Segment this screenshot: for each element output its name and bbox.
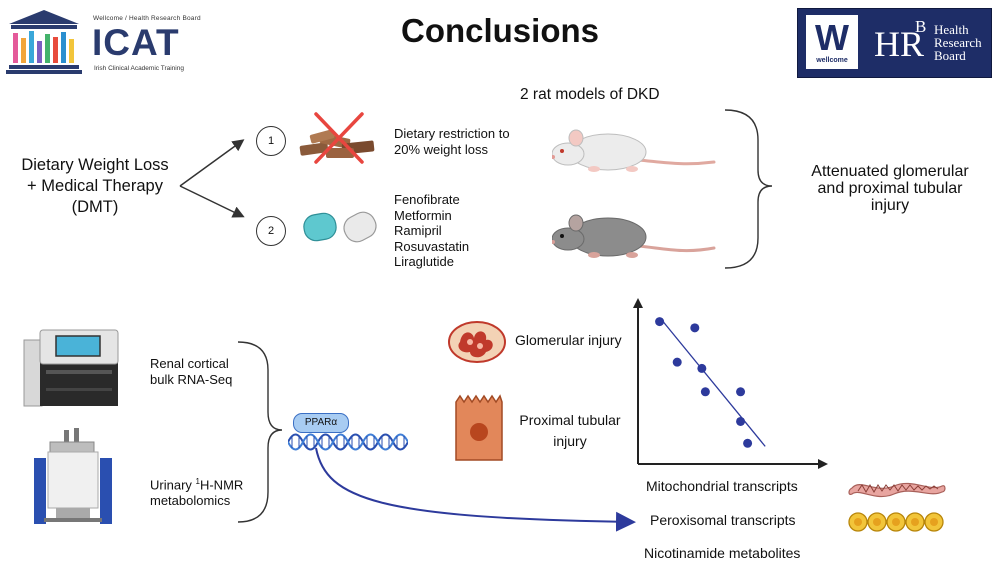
- rat-bracket: [724, 109, 773, 269]
- hrb-logo-letters: HR: [874, 24, 925, 64]
- icat-building-icon: [6, 10, 82, 74]
- scatter-point: [655, 317, 665, 327]
- drug-item: Fenofibrate: [394, 192, 460, 207]
- ppar-arrow: [315, 447, 636, 532]
- grey-rat-icon: [552, 214, 716, 258]
- step-number-1: 1: [256, 126, 286, 156]
- drug-item: Rosuvastatin: [394, 238, 470, 254]
- hrb-logo-superscript: B: [915, 17, 927, 36]
- sequencer-icon: [23, 329, 119, 407]
- scatter-point: [736, 387, 746, 397]
- icat-logo-small-text: Wellcome / Health Research Board: [93, 15, 201, 22]
- food-restricted-icon: [299, 112, 375, 164]
- peroxisome-icon: [848, 512, 944, 532]
- glomerulus-icon: [448, 321, 506, 363]
- nicotinamide-metabolites-label: Nicotinamide metabolites: [644, 545, 801, 561]
- drug-item: Metformin: [394, 207, 452, 223]
- arrow-to-step2: [179, 185, 245, 218]
- proximal-tubular-injury-label: Proximal tubular injury: [519, 412, 621, 449]
- nmr-label: Urinary 1H-NMR metabolomics: [150, 477, 244, 508]
- mitochondrion-icon: [848, 482, 946, 498]
- pills-icon: [303, 211, 377, 243]
- chart-axes: [633, 298, 828, 469]
- dwl-dmt-label: Dietary Weight Loss + Medical Therapy (D…: [21, 156, 169, 216]
- scatter-point: [700, 387, 710, 397]
- scatter-point: [736, 416, 746, 426]
- scatter-point: [690, 323, 700, 333]
- scatter-point: [743, 438, 753, 448]
- wellcome-logo: W wellcome: [806, 15, 858, 69]
- correlation-scatter-chart: [633, 298, 828, 469]
- hrb-logo-name: Health Research Board: [934, 22, 982, 63]
- icat-logo: [6, 6, 201, 78]
- wellcome-hrb-logo: W wellcome HR B Health Research Board: [797, 8, 992, 78]
- icat-logo-name: ICAT: [92, 22, 180, 63]
- rat-models-label: 2 rat models of DKD: [520, 86, 660, 103]
- outcome-text: Attenuated glomerular and proximal tubul…: [811, 163, 969, 214]
- mitochondrial-transcripts-label: Mitochondrial transcripts: [646, 478, 798, 494]
- drug-item: Liraglutide: [394, 254, 454, 269]
- peroxisomal-transcripts-label: Peroxisomal transcripts: [650, 512, 796, 528]
- rnaseq-label: Renal cortical bulk RNA-Seq: [150, 356, 233, 387]
- white-rat-icon: [552, 129, 716, 172]
- page-title: Conclusions: [400, 12, 600, 49]
- trend-line: [662, 321, 766, 447]
- scatter-point: [697, 363, 707, 373]
- nmr-machine-icon: [34, 428, 112, 524]
- ppar-alpha-label: PPARα: [293, 413, 349, 433]
- step2-drug-list: Fenofibrate Metformin Ramipril Rosuvasta…: [394, 192, 469, 270]
- scatter-point: [672, 357, 682, 367]
- step1-text: Dietary restriction to 20% weight loss: [394, 126, 510, 157]
- dna-helix-icon: [288, 433, 408, 451]
- step-number-2: 2: [256, 216, 286, 246]
- methods-bracket: [237, 341, 283, 523]
- icat-logo-subtitle: Irish Clinical Academic Training: [94, 65, 184, 72]
- drug-item: Ramipril: [394, 223, 442, 238]
- arrow-to-step1: [179, 139, 245, 187]
- tubular-cell-icon: [455, 394, 503, 461]
- glomerular-injury-label: Glomerular injury: [515, 332, 622, 348]
